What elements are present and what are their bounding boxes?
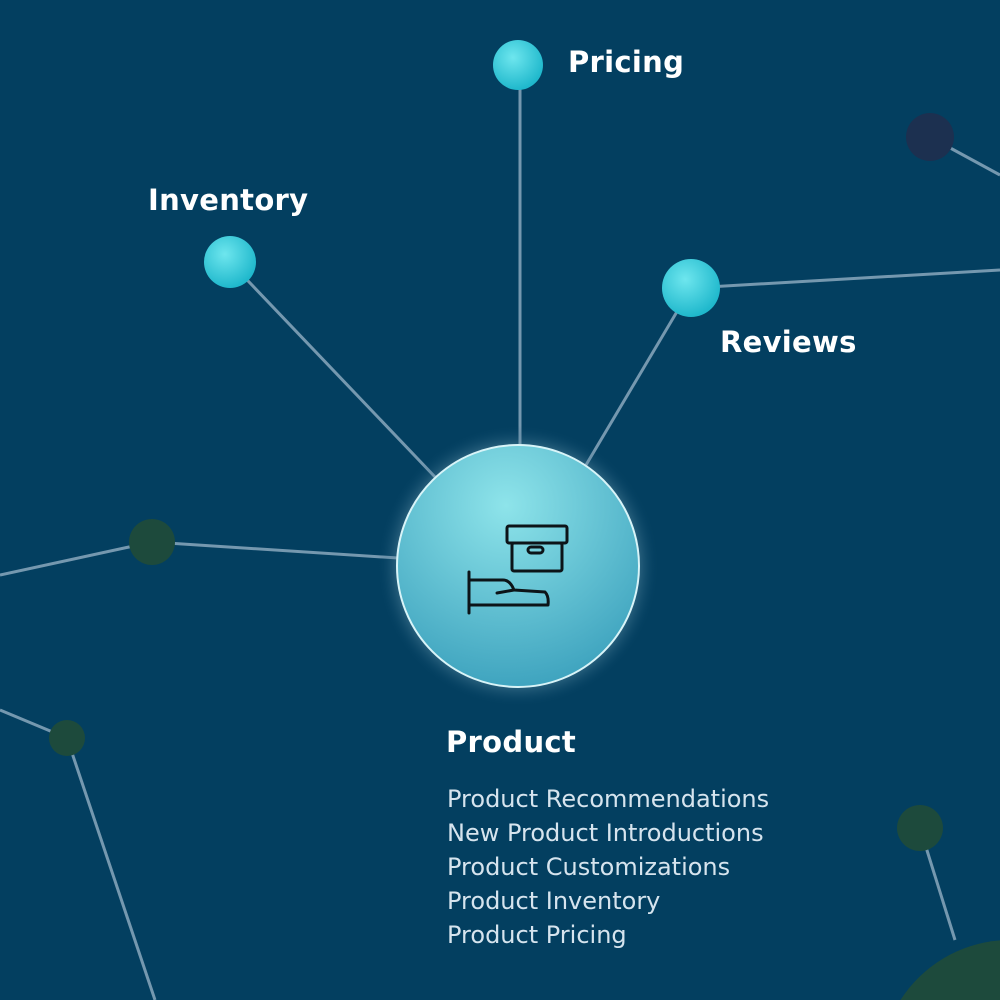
product-label: Product xyxy=(446,725,577,759)
hand-box-icon xyxy=(467,524,569,615)
list-item: Product Customizations xyxy=(447,853,731,881)
edge-left xyxy=(151,540,399,560)
list-item: New Product Introductions xyxy=(447,819,764,847)
dark-node-bottom-right xyxy=(897,805,943,851)
edge-reviews xyxy=(584,287,693,466)
inventory-label: Inventory xyxy=(148,183,309,217)
edge-left-out xyxy=(0,540,153,577)
node-inventory xyxy=(204,236,256,288)
reviews-label: Reviews xyxy=(720,325,857,359)
list-item: Product Pricing xyxy=(447,921,627,949)
list-item: Product Recommendations xyxy=(447,785,770,813)
node-reviews xyxy=(662,259,720,317)
node-pricing xyxy=(493,40,543,90)
pricing-label: Pricing xyxy=(568,45,685,79)
navy-node xyxy=(906,113,954,161)
product-items-list: Product Recommendations New Product Intr… xyxy=(447,782,769,952)
large-dark-node xyxy=(900,940,1000,1000)
center-node-product xyxy=(396,444,640,688)
dark-node-lower-left xyxy=(49,720,85,756)
edges xyxy=(0,65,1000,1000)
edge-inventory xyxy=(228,260,438,480)
dark-node-left xyxy=(129,519,175,565)
edge-reviews-right xyxy=(690,268,1000,290)
list-item: Product Inventory xyxy=(447,887,661,915)
edge-lower-left-down xyxy=(65,737,157,1000)
